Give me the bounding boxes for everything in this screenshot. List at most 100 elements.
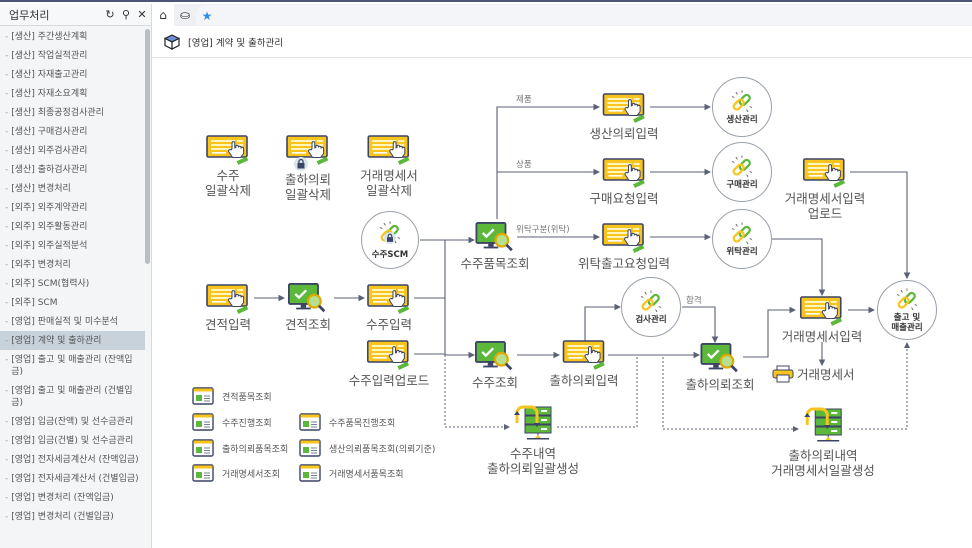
- sidebar-item[interactable]: -[영업] 입금(잔액) 및 선수금관리: [0, 412, 145, 431]
- inspection-circle[interactable]: 검사관리: [621, 277, 681, 337]
- toolbox-icon: ⛀: [179, 8, 191, 22]
- legend-item[interactable]: 생산의뢰품목조회(의뢰기준): [299, 439, 435, 457]
- batch-invoice-node[interactable]: 출하의뢰내역 거래명세서일괄생성: [771, 405, 875, 478]
- consign-req-input-node[interactable]: 위탁출고요청입력: [578, 223, 670, 271]
- legend-item[interactable]: 거래명세서조회: [192, 464, 280, 482]
- sidebar-item[interactable]: -[영업] 계약 및 출하관리: [0, 331, 145, 350]
- sidebar-item[interactable]: -[생산] 변경처리: [0, 179, 145, 198]
- order-input-node[interactable]: 수주입력: [366, 284, 412, 332]
- batch-ship-req-node[interactable]: 수주내역 출하의뢰일괄생성: [487, 403, 579, 476]
- sidebar-item[interactable]: -[생산] 출하검사관리: [0, 160, 145, 179]
- window-list-icon: [192, 439, 214, 457]
- order-item-query-node[interactable]: 수주품목조회: [460, 222, 530, 271]
- quote-query-node[interactable]: 견적조회: [285, 283, 331, 332]
- sidebar-item-label: [외주] 변경처리: [11, 259, 71, 270]
- shipping-sales-circle[interactable]: 출고 및 매출관리: [877, 280, 937, 340]
- sidebar-item[interactable]: -[외주] 외주계약관리: [0, 198, 145, 217]
- invoice-input-node[interactable]: 거래명세서입력: [782, 296, 862, 344]
- sidebar-scrollbar[interactable]: [145, 29, 150, 264]
- purchase-circle[interactable]: 구매관리: [712, 142, 772, 202]
- sidebar-item[interactable]: -[생산] 자재소요계획: [0, 84, 145, 103]
- edge-label-pass: 합격: [686, 296, 702, 306]
- legend-label: 수주품목진행조회: [329, 418, 396, 429]
- sidebar-item[interactable]: -[생산] 작업실적관리: [0, 46, 145, 65]
- monitor-search-icon: [475, 222, 515, 253]
- home-icon: ⌂: [159, 8, 167, 22]
- sidebar-item[interactable]: -[생산] 최종공정검사관리: [0, 103, 145, 122]
- sidebar-item[interactable]: -[영업] 판매실적 및 미수분석: [0, 312, 145, 331]
- sidebar-item[interactable]: -[외주] 변경처리: [0, 255, 145, 274]
- sidebar-item[interactable]: -[영업] 변경처리 (건별입금): [0, 507, 145, 526]
- purchase-req-input-node[interactable]: 구매요청입력: [589, 158, 659, 206]
- ship-req-bulk-delete-node[interactable]: 출하의뢰 일괄삭제: [285, 135, 331, 202]
- favorite-tab[interactable]: ★: [196, 5, 218, 27]
- quote-input-node[interactable]: 견적입력: [205, 284, 251, 332]
- sidebar-item[interactable]: -[외주] SCM(협력사): [0, 274, 145, 293]
- pin-icon[interactable]: ⚲: [121, 8, 131, 21]
- sidebar-item[interactable]: -[영업] 전자세금계산서 (잔액입금): [0, 450, 145, 469]
- node-label: 수주품목조회: [460, 256, 530, 271]
- legend-item[interactable]: 거래명세서품목조회: [299, 464, 404, 482]
- production-circle[interactable]: 생산관리: [712, 77, 772, 137]
- sidebar-header: 업무처리 ↻ ⚲ ✕: [0, 4, 151, 26]
- sidebar-item-label: [외주] SCM(협력사): [11, 278, 90, 289]
- ship-req-query-node[interactable]: 출하의뢰조회: [685, 343, 755, 392]
- legend-item[interactable]: 출하의뢰품목조회: [192, 439, 288, 457]
- bullet-icon: -: [5, 240, 9, 251]
- legend-item[interactable]: 수주품목진행조회: [299, 413, 395, 431]
- sidebar-item[interactable]: -[생산] 외주검사관리: [0, 141, 145, 160]
- sidebar-item[interactable]: -[영업] 변경처리 (잔액입금): [0, 488, 145, 507]
- order-query-node[interactable]: 수주조회: [472, 341, 518, 390]
- sidebar-item[interactable]: -[생산] 구매검사관리: [0, 122, 145, 141]
- sidebar-item[interactable]: -[영업] 입금(건별) 및 선수금관리: [0, 431, 145, 450]
- sidebar-item[interactable]: -[영업] 출고 및 매출관리 (건별입금): [0, 381, 145, 412]
- sidebar-item-label: [영업] 계약 및 출하관리: [11, 335, 102, 346]
- invoice-bulk-delete-node[interactable]: 거래명세서 일괄삭제: [360, 135, 418, 198]
- window-list-icon: [299, 413, 321, 431]
- legend-item[interactable]: 수주진행조회: [192, 413, 272, 431]
- lock-icon: [294, 157, 308, 171]
- legend-label: 수주진행조회: [222, 418, 272, 429]
- order-bulk-delete-node[interactable]: 수주 일괄삭제: [205, 135, 251, 198]
- sidebar-item[interactable]: -[영업] 전자세금계산서 (건별입금): [0, 469, 145, 488]
- keyboard-hand-icon: [602, 93, 646, 123]
- process-diagram: 제품 상품 위탁구분(위탁) 합격 수주 일괄삭제 출하의뢰 일괄삭제 거래명세…: [152, 59, 972, 546]
- sidebar-item-label: [생산] 출하검사관리: [11, 164, 88, 175]
- close-icon[interactable]: ✕: [137, 8, 147, 21]
- monitor-search-icon: [288, 283, 328, 314]
- node-label: 수주입력업로드: [348, 373, 430, 388]
- cube-icon: [164, 33, 180, 50]
- consign-circle[interactable]: 위탁관리: [712, 209, 772, 269]
- order-upload-node[interactable]: 수주입력업로드: [348, 340, 430, 388]
- node-label: 견적입력: [204, 317, 252, 332]
- toolbox-tab[interactable]: ⛀: [174, 4, 196, 26]
- circle-label: 수주SCM: [371, 250, 409, 260]
- star-icon: ★: [201, 9, 213, 23]
- window-list-icon: [192, 464, 214, 482]
- node-label: 출하의뢰조회: [685, 377, 755, 392]
- sidebar-item-label: [영업] 변경처리 (건별입금): [11, 511, 114, 522]
- sidebar-item[interactable]: -[외주] 외주실적분석: [0, 236, 145, 255]
- prod-req-input-node[interactable]: 생산의뢰입력: [589, 93, 659, 141]
- keyboard-hand-icon: [206, 284, 250, 314]
- invoice-upload-node[interactable]: 거래명세서입력 업로드: [785, 158, 865, 221]
- sidebar-item-label: [영업] 변경처리 (잔액입금): [11, 492, 114, 503]
- edge-label-goods: 상품: [516, 160, 532, 170]
- sidebar-item[interactable]: -[외주] 외주활동관리: [0, 217, 145, 236]
- bullet-icon: -: [5, 297, 9, 308]
- invoice-print-node[interactable]: 거래명세서: [772, 365, 855, 383]
- bullet-icon: -: [5, 164, 9, 175]
- node-label: 거래명세서 일괄삭제: [360, 168, 418, 198]
- sidebar-item[interactable]: -[생산] 자재출고관리: [0, 65, 145, 84]
- edge-dashed-batch-invoice: [662, 357, 799, 432]
- sidebar-item[interactable]: -[영업] 출고 및 매출관리 (잔액입금): [0, 350, 145, 381]
- legend-item[interactable]: 견적품목조회: [192, 387, 272, 405]
- sidebar-item[interactable]: -[생산] 주간생산계획: [0, 27, 145, 46]
- ship-req-input-node[interactable]: 출하의뢰입력: [549, 340, 619, 388]
- edge-label-consign-type: 위탁구분(위탁): [516, 225, 570, 235]
- refresh-icon[interactable]: ↻: [105, 8, 115, 21]
- home-tab[interactable]: ⌂: [152, 4, 174, 26]
- monitor-search-icon: [475, 341, 515, 372]
- sidebar-item[interactable]: -[외주] SCM: [0, 293, 145, 312]
- scm-circle[interactable]: 수주SCM: [361, 211, 419, 269]
